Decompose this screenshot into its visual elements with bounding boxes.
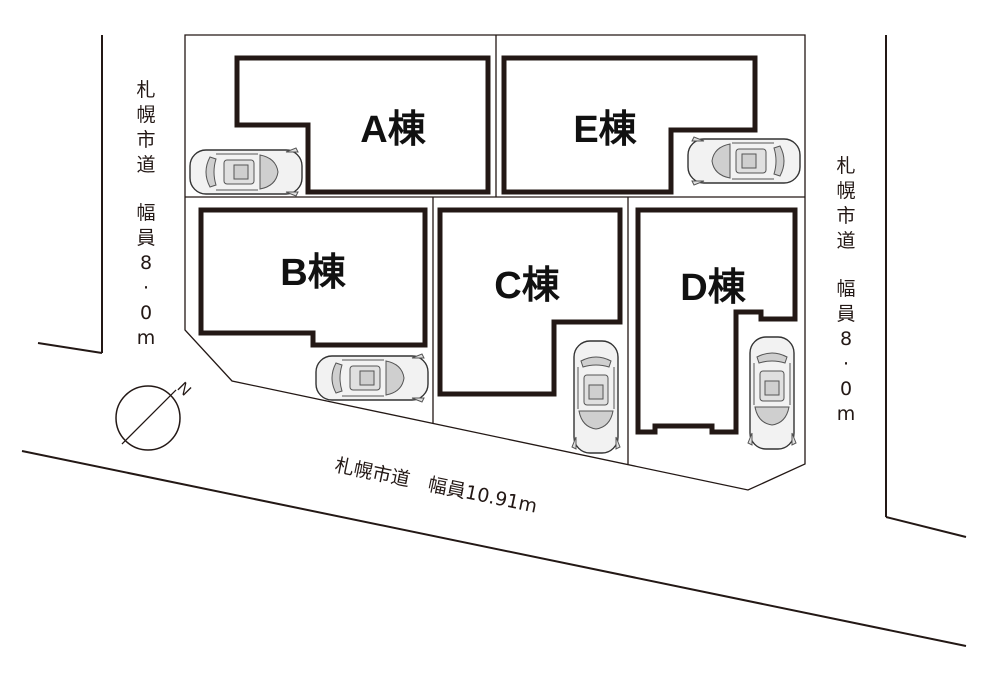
right-road-label-char: 札	[836, 155, 855, 177]
building-d: D棟	[635, 207, 798, 435]
left-road-label-char: 幅	[136, 202, 155, 224]
right-road-label-char: ·	[843, 353, 849, 375]
bottom-road-label: 札幌市道 幅員10.91m	[333, 454, 539, 517]
building-c-footprint	[437, 207, 623, 397]
right-road-corner	[885, 516, 967, 538]
right-road-label-char: m	[837, 403, 856, 425]
left-road-label-char: 8	[140, 252, 152, 274]
right-road-label-char: 道	[836, 230, 855, 252]
left-road-label-char: 員	[136, 227, 155, 249]
building-b-footprint	[198, 207, 428, 348]
building-e: E棟	[501, 55, 758, 195]
north-arrow-icon: N	[115, 379, 194, 451]
left-road-corner	[37, 342, 103, 354]
road-edges	[21, 35, 967, 647]
left-road-label-char: 市	[136, 129, 155, 151]
right-road-label-char: 市	[836, 205, 855, 227]
building-a-footprint	[234, 55, 491, 195]
car-top-view-icon	[687, 136, 801, 186]
building-c: C棟	[437, 207, 623, 397]
building-e-footprint	[501, 55, 758, 195]
building-b-label: B棟	[280, 252, 346, 294]
building-d-footprint	[635, 207, 798, 435]
building-b: B棟	[198, 207, 428, 348]
building-e-label: E棟	[573, 109, 637, 151]
left-road-label-char: 札	[136, 79, 155, 101]
car-top-view-icon	[747, 336, 797, 450]
building-c-label: C棟	[494, 265, 560, 307]
compass-north-label: N	[174, 379, 194, 399]
bottom-road-edge	[21, 450, 967, 647]
car-top-view-icon	[571, 340, 621, 454]
building-a: A棟	[234, 55, 491, 195]
right-road-label-char: 8	[840, 328, 852, 350]
site-outline	[184, 34, 806, 491]
right-road-label-char: 幌	[836, 180, 855, 202]
left-road-label-char: 0	[140, 302, 152, 324]
car-top-view-icon	[315, 353, 429, 403]
left-road-label-char: m	[137, 327, 156, 349]
left-road-label-char: ·	[143, 277, 149, 299]
right-road-label-char: 幅	[836, 278, 855, 300]
building-d-label: D棟	[680, 267, 746, 309]
right-road-label-char: 員	[836, 303, 855, 325]
left-road-label-char: 幌	[136, 104, 155, 126]
building-a-label: A棟	[360, 109, 426, 151]
site-boundary	[184, 34, 806, 491]
car-top-view-icon	[189, 147, 303, 197]
left-road-label-char: 道	[136, 154, 155, 176]
right-road-label-char: 0	[840, 378, 852, 400]
